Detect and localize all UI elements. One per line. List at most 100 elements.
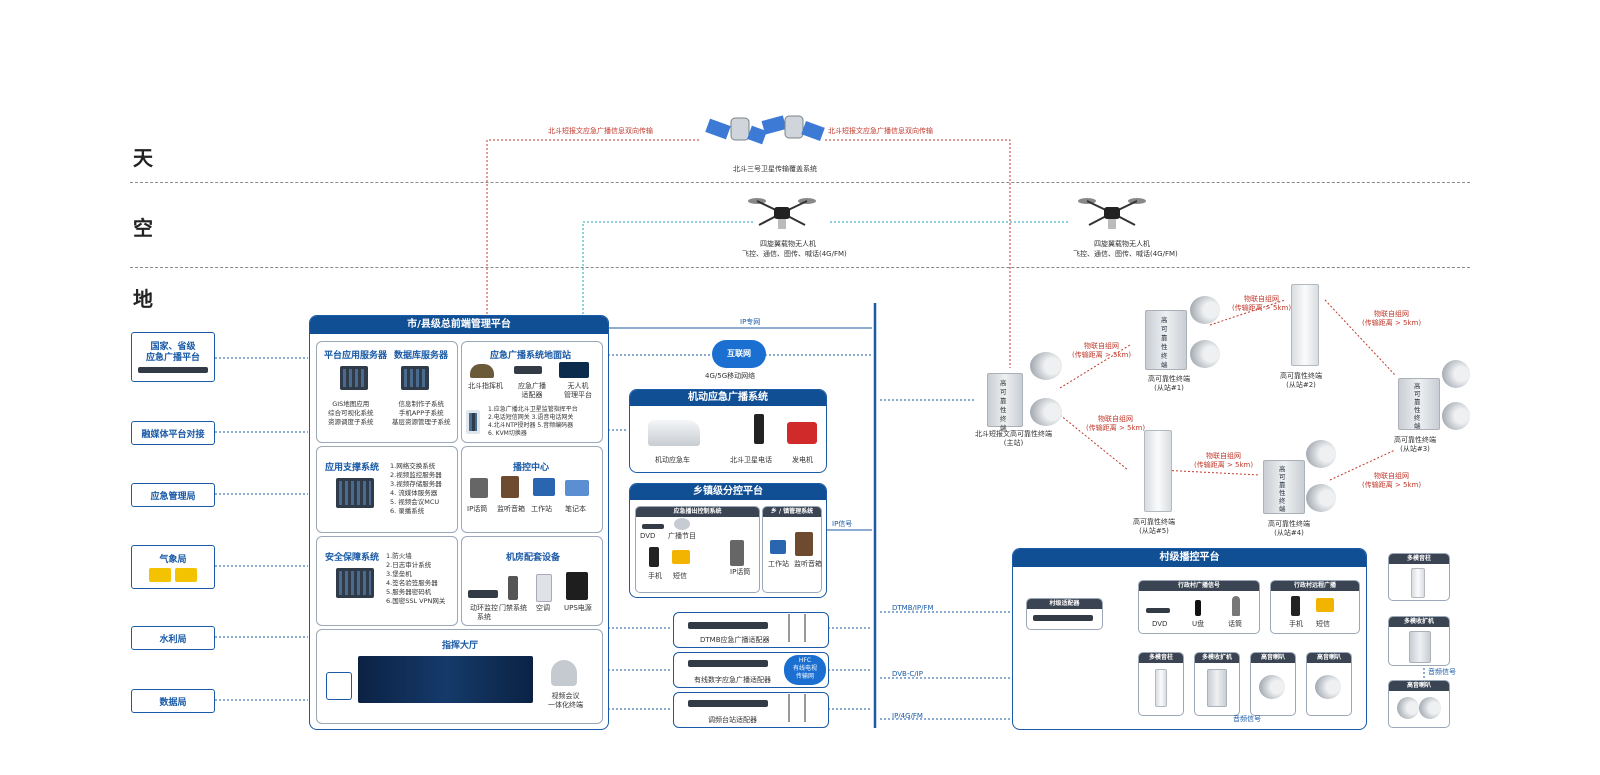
drone-left-icon: [748, 198, 816, 229]
main-terminal-cabinet[interactable]: 高 可 靠 性 终 端: [987, 373, 1023, 432]
dtmb-adapter-box[interactable]: [673, 612, 829, 648]
access-control-icon: [508, 576, 518, 600]
sms-icon: [672, 550, 690, 564]
machine-device-label: 门禁系统: [499, 604, 527, 612]
village-adapter-title: 村级适配器: [1027, 599, 1102, 609]
security-rack-icon: [336, 568, 374, 598]
far-right-audio-signal-label: 音频信号: [1428, 668, 1456, 676]
data-bureau-label: 数据局: [159, 697, 187, 708]
cable-adapter-label: 有线数字应急广播适配器: [694, 676, 771, 684]
workstation-icon: [770, 540, 786, 554]
slave4-terminal-cabinet[interactable]: 高 可 靠 性 终 端: [1263, 460, 1305, 514]
far-right-horn[interactable]: 高音喇叭: [1388, 680, 1450, 728]
national-provincial-platform-box[interactable]: 国家、省级 应急广播平台: [131, 332, 215, 382]
ip-mic-icon: [730, 540, 744, 566]
ground-device-label: 应急广播 适配器: [518, 382, 546, 399]
ground-device-label: 无人机 管理平台: [564, 382, 592, 399]
emergency-management-box[interactable]: 应急管理局: [131, 483, 215, 507]
machine-room-title: 机房配套设备: [506, 553, 561, 563]
town-control-device-label: DVD: [640, 532, 656, 540]
layer-ground-label: 地: [133, 287, 153, 311]
fm-adapter-box[interactable]: [673, 692, 829, 728]
microphone-icon: [1232, 596, 1240, 616]
broadcast-adapter-icon: [514, 366, 542, 374]
app-server-title: 平台应用服务器: [324, 351, 388, 361]
layer-sky-label: 天: [133, 146, 153, 170]
drone-left-desc: 飞控、通信、图传、喊话(4G/FM): [742, 250, 847, 258]
media-platform-label: 融媒体平台对接: [141, 429, 205, 440]
admin-village-device-label: U盘: [1192, 620, 1205, 628]
dvd-icon: [642, 524, 664, 529]
security-items: 1.防火墙 2.日志审计系统 3.堡垒机 4.签名验签服务器 5.服务器密码机 …: [386, 552, 446, 605]
admin-village-remote-title: 行政村远程广播: [1271, 581, 1359, 591]
horn-speaker-icon: [1030, 352, 1062, 380]
meteorological-bureau-box[interactable]: 气象局: [131, 545, 215, 589]
horn-speaker-icon: [1190, 340, 1220, 368]
village-adapter-box[interactable]: 村级适配器: [1026, 598, 1103, 630]
broadcast-device-label: IP话筒: [467, 505, 488, 513]
main-terminal-caption: 北斗短报文高可靠性终端 (主站): [975, 430, 1052, 447]
data-bureau-box[interactable]: 数据局: [131, 689, 215, 713]
slave3-terminal-caption: 高可靠性终端 (从站#3): [1394, 436, 1436, 453]
mobile-system-title: 机动应急广播系统: [630, 390, 826, 406]
village-output-title: 多模音柱: [1139, 653, 1183, 663]
horn-speaker-icon: [1315, 675, 1341, 699]
hfc-network-cloud: HFC 有线电视 传输网: [784, 655, 826, 685]
column-speaker-icon: [1411, 568, 1425, 598]
mesh-link-label: 物联自组网 (传输距离 > 5km): [1232, 295, 1292, 312]
weather-warning-icon: [175, 568, 197, 582]
slave1-terminal-caption: 高可靠性终端 (从站#1): [1148, 375, 1190, 392]
db-server-items: 信息制作子系统 手机APP子系统 基层资源管理子系统: [392, 400, 451, 426]
ground-device-label: 北斗指挥机: [468, 382, 503, 390]
monitor-speaker-icon: [795, 532, 813, 556]
app-support-items: 1.网络交换系统 2.视频监控服务器 3.视频存储服务器 4. 流媒体服务器 5…: [390, 462, 442, 515]
drone-left-title: 四旋翼载物无人机: [760, 240, 816, 248]
broadcast-device-label: 笔记本: [565, 505, 586, 513]
horn-speaker-icon: [1442, 402, 1470, 430]
slave4-terminal-text: 高 可 靠 性 终 端: [1279, 465, 1286, 513]
layer-air-label: 空: [133, 216, 153, 240]
dtmb-adapter-device-icon: [688, 622, 768, 629]
generator-icon: [787, 422, 817, 444]
far-right-receiver[interactable]: 多模收扩机: [1388, 616, 1450, 666]
village-output-column[interactable]: 多模音柱: [1138, 652, 1184, 716]
village-output-receiver[interactable]: 多模收扩机: [1194, 652, 1240, 716]
slave2-column-speaker[interactable]: [1291, 284, 1319, 366]
satellite-icon: [705, 115, 825, 145]
village-output-horn[interactable]: 高音喇叭: [1306, 652, 1352, 716]
town-control-device-label: 手机: [648, 572, 662, 580]
village-output-title: 多模收扩机: [1195, 653, 1239, 663]
command-hall-title: 指挥大厅: [442, 641, 479, 651]
slave1-terminal-cabinet[interactable]: 高 可 靠 性 终 端: [1145, 310, 1187, 370]
town-control-device-label: 短信: [673, 572, 687, 580]
slave2-terminal-caption: 高可靠性终端 (从站#2): [1280, 372, 1322, 389]
mesh-link-label: 物联自组网 (传输距离 > 5km): [1362, 472, 1422, 489]
slave4-terminal-caption: 高可靠性终端 (从站#4): [1268, 520, 1310, 537]
horn-speaker-icon: [1442, 360, 1470, 388]
village-output-title: 高音喇叭: [1251, 653, 1295, 663]
media-platform-box[interactable]: 融媒体平台对接: [131, 421, 215, 445]
ip-signal-label: IP信号: [832, 520, 853, 528]
admin-village-signal-title: 行政村广播信号: [1139, 581, 1259, 591]
cable-adapter-device-icon: [688, 660, 768, 667]
water-bureau-box[interactable]: 水利局: [131, 626, 215, 650]
slave1-terminal-text: 高 可 靠 性 终 端: [1161, 316, 1168, 369]
village-output-horn[interactable]: 高音喇叭: [1250, 652, 1296, 716]
mesh-link-label: 物联自组网 (传输距离 > 5km): [1362, 310, 1422, 327]
mobile-network-label: 4G/5G移动网络: [705, 372, 756, 380]
transmission-tower-icon: [788, 614, 806, 642]
ground-station-items: 1.应急广播北斗卫星监管指挥平台 2.电话短信网关 3.语音电话网关 4.北斗N…: [488, 406, 578, 437]
ip-private-network-label: IP专网: [740, 318, 761, 326]
app-server-items: GIS地图应用 综合可视化系统 资源调度子系统: [328, 400, 374, 426]
slave3-terminal-cabinet[interactable]: 高 可 靠 性 终 端: [1398, 378, 1440, 430]
video-conference-label: 视频会议 一体化终端: [548, 692, 583, 709]
operator-icon: [326, 672, 352, 700]
slave5-column-speaker[interactable]: [1144, 430, 1172, 512]
gateway-stack-icon: [466, 410, 480, 434]
village-audio-signal-label: 音频信号: [1233, 715, 1261, 723]
machine-device-label: 动环监控 系统: [470, 604, 498, 621]
meteorological-bureau-label: 气象局: [159, 555, 187, 565]
internet-cloud: 互联网: [712, 340, 766, 368]
receiver-amplifier-icon: [1409, 631, 1431, 663]
far-right-column-speaker[interactable]: 多模音柱: [1388, 553, 1450, 601]
